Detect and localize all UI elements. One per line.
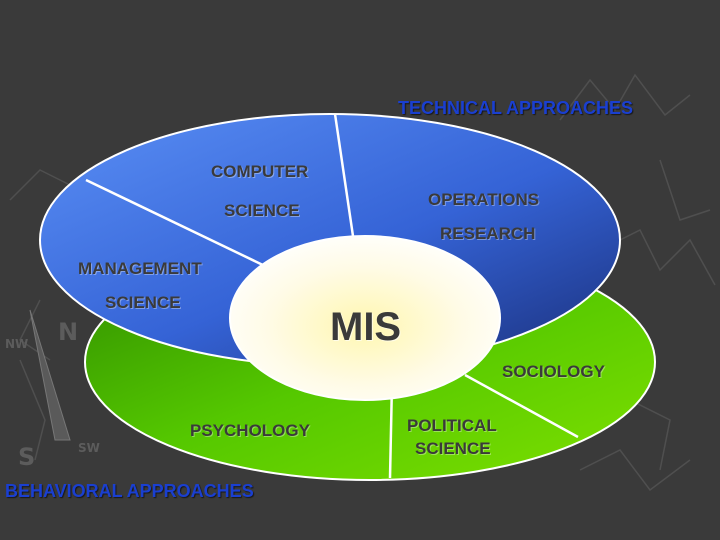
- computer-science-label-line1: COMPUTER: [211, 162, 309, 181]
- operations-research-label-line2: RESEARCH: [440, 224, 536, 243]
- political-science-label-line2: SCIENCE: [415, 439, 491, 458]
- management-science-label-line2: SCIENCE: [105, 293, 181, 312]
- behavioral-approaches-label: BEHAVIORAL APPROACHES: [5, 481, 254, 501]
- sociology-label: SOCIOLOGY: [502, 362, 605, 381]
- compass-nw-icon: NW: [5, 337, 28, 351]
- compass-needle: [29, 309, 71, 441]
- mis-label: MIS: [330, 305, 402, 349]
- operations-research-label-line1: OPERATIONS: [428, 190, 540, 209]
- political-science-label-line1: POLITICAL: [407, 416, 497, 435]
- technical-approaches-label: TECHNICAL APPROACHES: [398, 98, 634, 118]
- management-science-label-line1: MANAGEMENT: [78, 259, 202, 278]
- compass-n-icon: N: [58, 318, 78, 346]
- compass-s-icon: S: [18, 443, 35, 471]
- psychology-label: PSYCHOLOGY: [190, 421, 310, 440]
- divider-soc-pol: [464, 373, 579, 439]
- divider-cs-ms: [85, 178, 291, 280]
- compass-sw-icon: SW: [78, 441, 100, 455]
- compass-decoration: N S NW SW: [5, 309, 100, 471]
- computer-science-label-line2: SCIENCE: [224, 201, 300, 220]
- mis-center: [229, 235, 501, 401]
